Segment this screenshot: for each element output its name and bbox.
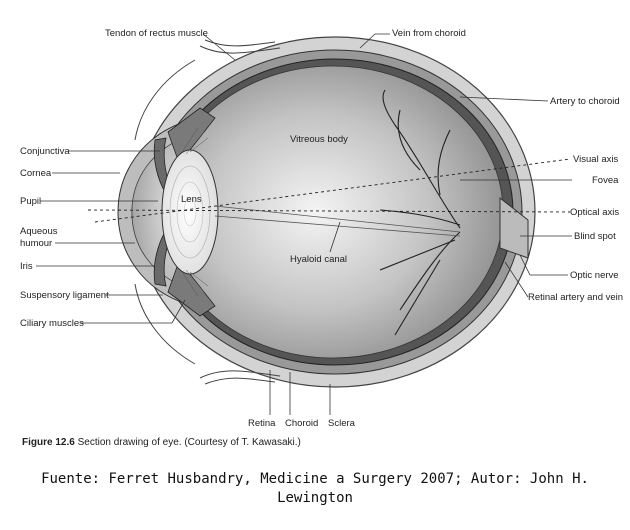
lens-ring (176, 181, 204, 243)
visual-axis-line (94, 158, 571, 223)
optic-nerve-shape (499, 196, 529, 259)
figure-caption: Figure 12.6 Section drawing of eye. (Cou… (22, 437, 301, 448)
label-vitreous-body: Vitreous body (290, 134, 348, 145)
source-line-2: Lewington (277, 490, 353, 506)
rectus-tendon-lower (204, 377, 276, 385)
label-vein-from-choroid: Vein from choroid (392, 28, 466, 39)
label-cornea: Cornea (20, 168, 52, 179)
source-credit: Fuente: Ferret Husbandry, Medicine a Sur… (20, 470, 610, 508)
label-pupil: Pupil (20, 196, 41, 207)
lens-ring (169, 165, 211, 259)
label-aqueous-2: humour (20, 238, 52, 249)
hyaloid-canal (214, 215, 461, 237)
label-optical-axis: Optical axis (570, 207, 619, 218)
label-suspensory-ligament: Suspensory ligament (20, 290, 109, 301)
source-line-1: Fuente: Ferret Husbandry, Medicine a Sur… (41, 471, 589, 487)
label-conjunctiva: Conjunctiva (20, 146, 70, 157)
conjunctiva-fold (134, 59, 196, 141)
hyaloid-canal (214, 205, 461, 233)
label-hyaloid-canal: Hyaloid canal (290, 254, 347, 265)
conjunctiva-fold (134, 283, 196, 365)
label-retinal-artery-vein: Retinal artery and vein (528, 292, 623, 303)
label-ciliary-muscles: Ciliary muscles (20, 318, 84, 329)
label-blind-spot: Blind spot (574, 231, 616, 242)
lens-ring (183, 197, 197, 227)
rectus-tendon-upper (204, 39, 276, 47)
lens-body (161, 149, 219, 275)
label-tendon: Tendon of rectus muscle (105, 28, 208, 39)
label-optic-nerve: Optic nerve (570, 270, 619, 281)
retinal-vessels (379, 89, 461, 336)
leader-lines (36, 33, 572, 415)
label-fovea: Fovea (592, 175, 619, 186)
label-artery-to-choroid: Artery to choroid (550, 96, 620, 107)
label-visual-axis: Visual axis (573, 154, 618, 165)
label-retina: Retina (248, 418, 276, 429)
rectus-tendon-lower (199, 370, 281, 379)
label-choroid: Choroid (285, 418, 318, 429)
figure-number: Figure 12.6 (22, 437, 75, 448)
optical-axis-line (87, 209, 571, 213)
label-lens: Lens (181, 194, 202, 205)
label-sclera: Sclera (328, 418, 356, 429)
rectus-tendon-upper (199, 45, 281, 54)
suspensory-ligament-fibres (181, 127, 209, 297)
label-iris: Iris (20, 261, 33, 272)
label-aqueous-1: Aqueous (20, 226, 58, 237)
figure-caption-text: Section drawing of eye. (Courtesy of T. … (77, 437, 301, 448)
